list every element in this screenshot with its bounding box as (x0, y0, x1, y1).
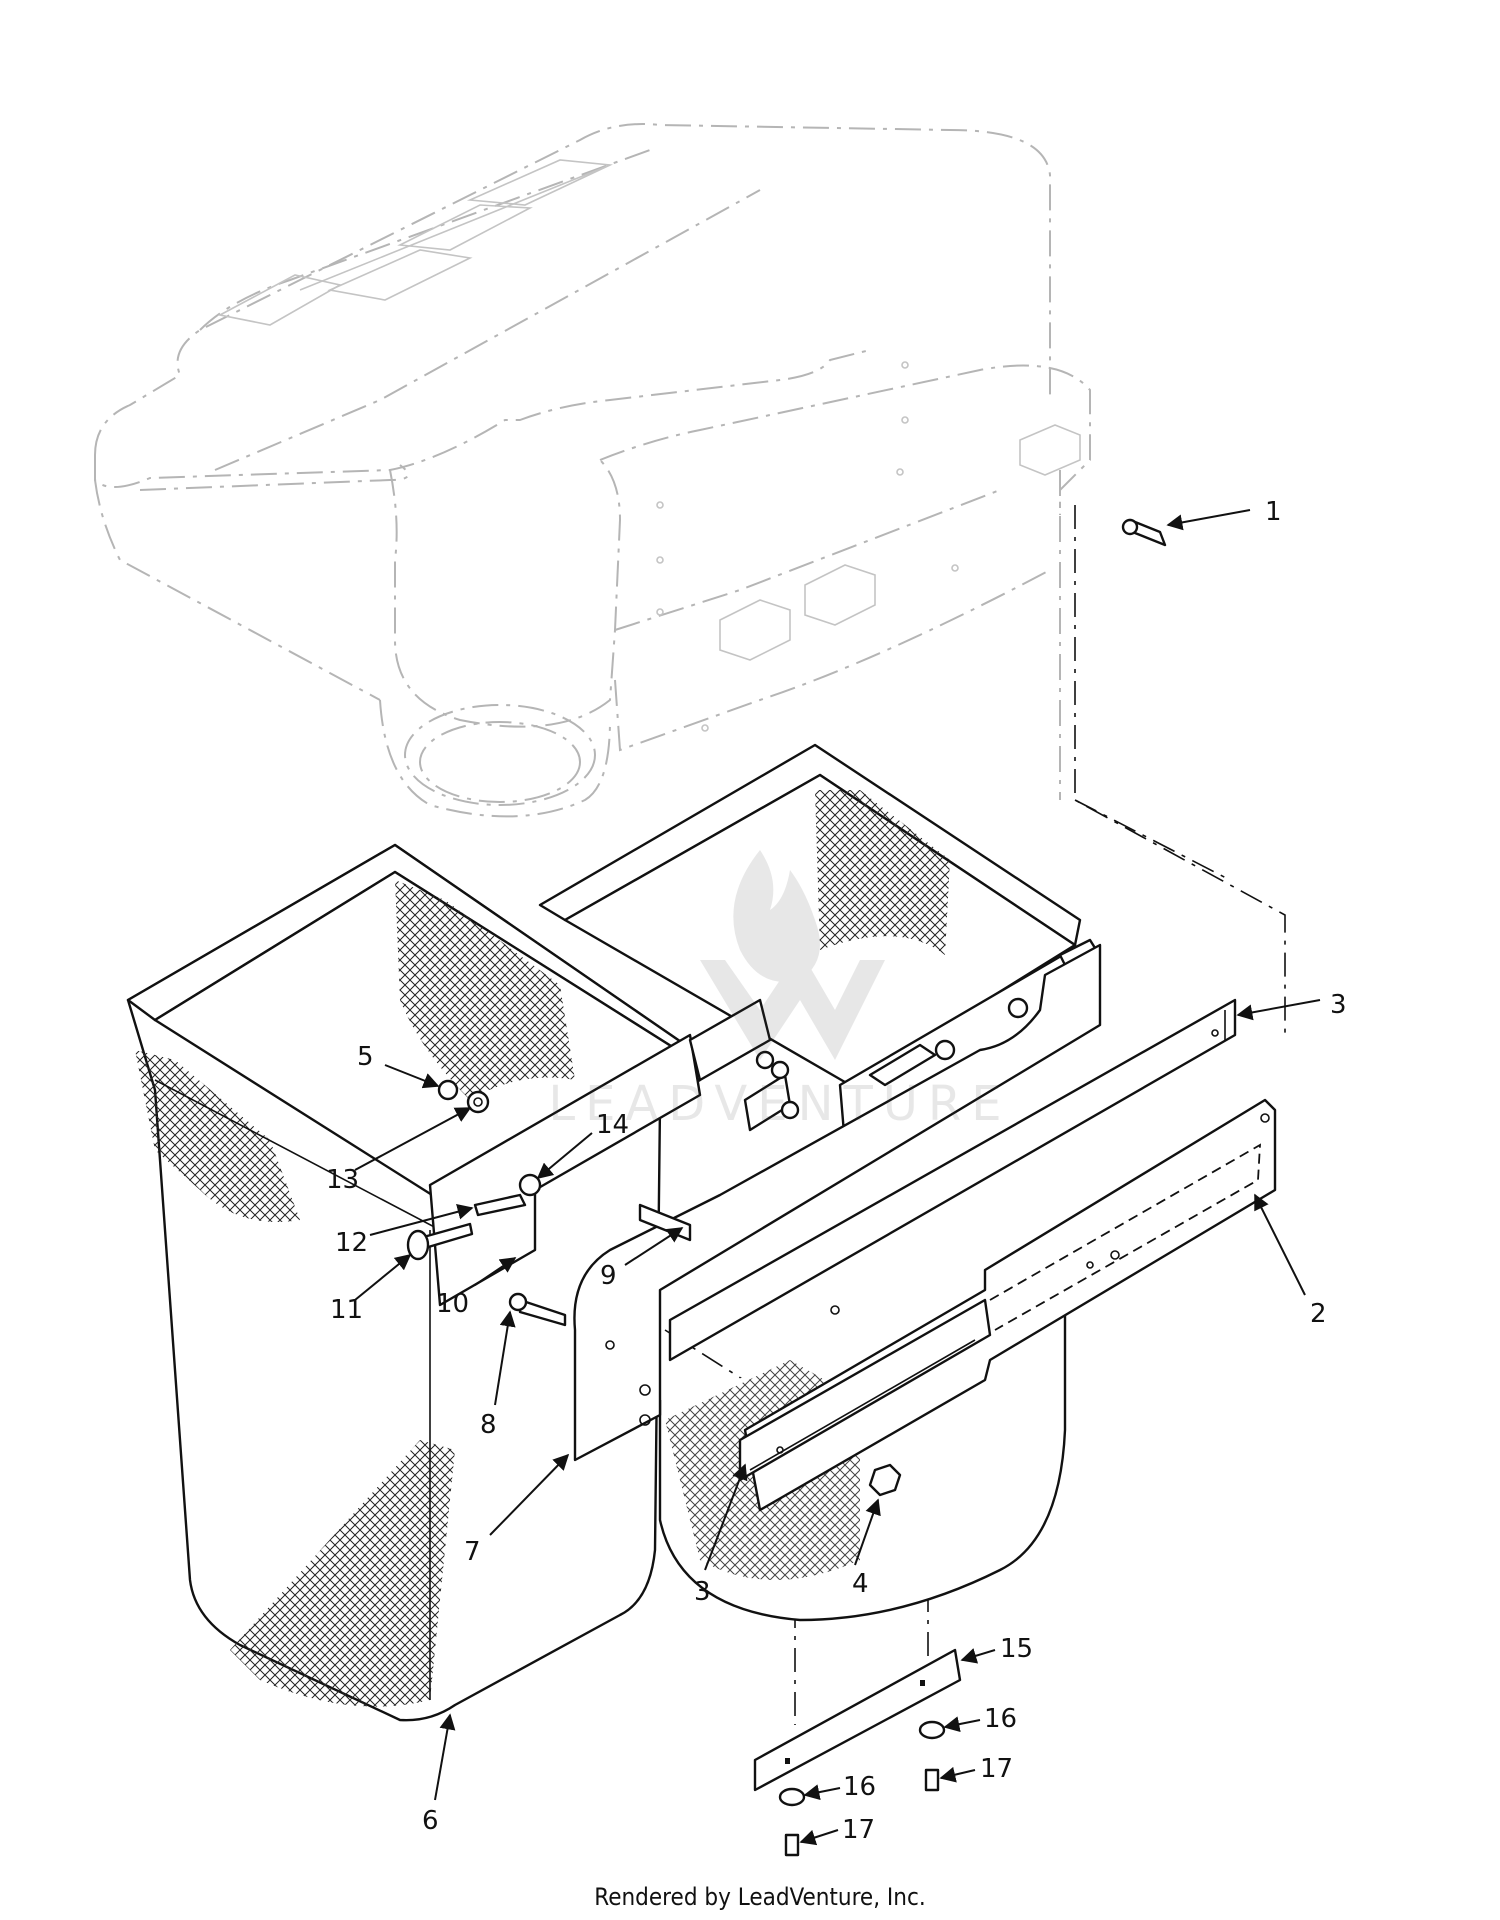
callout-7: 7 (464, 1537, 481, 1567)
callout-12: 12 (335, 1228, 368, 1258)
watermark-text: LEADVENTURE (548, 1076, 1011, 1132)
callout-4: 4 (852, 1569, 869, 1599)
leadventure-watermark: LEADVENTURE (548, 850, 1011, 1132)
upper-rail-strip (668, 998, 1237, 1362)
phantom-hood-assembly (94, 123, 1091, 818)
callout-2: 2 (1310, 1299, 1327, 1329)
callout-5: 5 (357, 1042, 374, 1072)
callout-16-left: 16 (843, 1772, 876, 1802)
callout-14: 14 (596, 1110, 629, 1140)
callout-17-right: 17 (980, 1754, 1013, 1784)
callout-labels: 1 2 3 3 4 5 6 7 8 9 10 11 12 13 14 15 16… (326, 497, 1347, 1845)
callout-13: 13 (326, 1165, 359, 1195)
callout-1: 1 (1265, 497, 1282, 527)
hardware (406, 518, 1167, 1857)
callout-9: 9 (600, 1261, 617, 1291)
bottom-strap (753, 1648, 962, 1792)
callout-15: 15 (1000, 1634, 1033, 1664)
side-plate (743, 1098, 1277, 1512)
footer-credit: Rendered by LeadVenture, Inc. (594, 1883, 925, 1911)
callout-10: 10 (436, 1289, 469, 1319)
callout-11: 11 (330, 1295, 363, 1325)
callout-17-left: 17 (842, 1815, 875, 1845)
callout-16-right: 16 (984, 1704, 1017, 1734)
callout-8: 8 (480, 1410, 497, 1440)
leader-lines (354, 509, 1321, 1846)
callout-3-lower: 3 (694, 1577, 711, 1607)
callout-3-upper: 3 (1330, 990, 1347, 1020)
callout-6: 6 (422, 1806, 439, 1836)
left-grass-bag (126, 843, 800, 1722)
